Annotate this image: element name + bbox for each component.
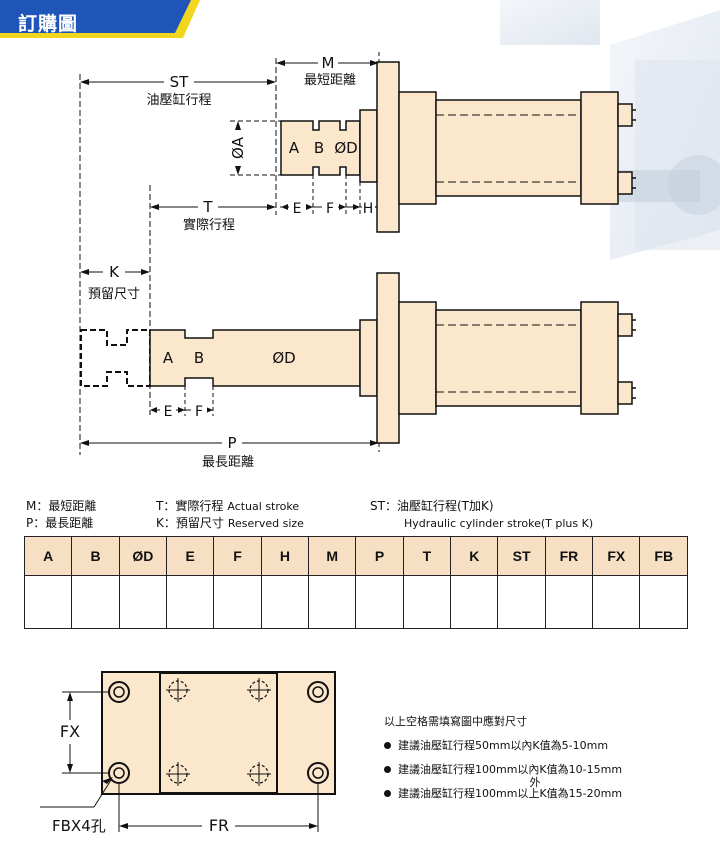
table-header-cell: T xyxy=(402,536,452,576)
tie-rod-bolt xyxy=(166,762,190,786)
t-label: T xyxy=(202,198,213,216)
top-f-label: F xyxy=(326,201,334,217)
mounting-hole xyxy=(307,762,329,784)
table-header-cell: FX xyxy=(592,536,641,576)
top-nut-lower xyxy=(617,171,633,195)
bottom-a-label: A xyxy=(163,349,174,367)
table-header-cell: K xyxy=(450,536,499,576)
m-label: M xyxy=(322,54,335,72)
k-desc: 預留尺寸 xyxy=(88,287,140,302)
table-header-cell: F xyxy=(213,536,262,576)
tie-rod-bolt xyxy=(247,762,271,786)
bottom-barrel xyxy=(435,309,582,407)
top-nut-upper xyxy=(617,103,633,127)
table-input-cell[interactable] xyxy=(355,575,404,629)
note-item: 建議油壓缸行程100mm以內K值為10-15mm xyxy=(384,762,622,778)
k-label: K xyxy=(109,263,120,281)
note-item: 建議油壓缸行程100mm以外上K值為15-20mm xyxy=(384,776,622,802)
notes-heading: 以上空格需填寫圖中應對尺寸 xyxy=(384,715,527,728)
st-label: ST xyxy=(170,73,190,91)
table-row xyxy=(23,575,688,629)
table-input-cell[interactable] xyxy=(213,575,262,629)
m-desc: 最短距離 xyxy=(304,73,356,88)
notes: 以上空格需填寫圖中應對尺寸 建議油壓缸行程50mm以內K值為5-10mm 建議油… xyxy=(384,714,622,810)
table-header-cell: ØD xyxy=(118,536,168,576)
title-banner xyxy=(0,0,200,38)
table-header-cell: M xyxy=(308,536,357,576)
bottom-nut-upper xyxy=(617,313,633,337)
table-input-cell[interactable] xyxy=(23,575,73,629)
top-a-label: A xyxy=(289,139,300,157)
table-input-cell[interactable] xyxy=(544,575,594,629)
page-title: 訂購圖 xyxy=(18,13,79,35)
table-input-cell[interactable] xyxy=(592,575,641,629)
top-od-label: ØD xyxy=(334,139,357,157)
background-cylinder-photo xyxy=(500,0,720,260)
p-label: P xyxy=(227,434,236,452)
mounting-hole xyxy=(307,681,329,703)
tie-rod-bolt xyxy=(247,678,271,702)
t-desc: 實際行程 xyxy=(183,217,235,233)
top-b-label: B xyxy=(314,139,324,157)
table-header-cell: FR xyxy=(544,536,594,576)
bottom-nut-lower xyxy=(617,381,633,405)
table-input-cell[interactable] xyxy=(497,575,546,629)
bottom-front-flange xyxy=(376,272,400,444)
oa-label: ØA xyxy=(229,136,247,159)
table-header-cell: FB xyxy=(639,536,688,576)
table-input-cell[interactable] xyxy=(402,575,452,629)
bottom-e-label: E xyxy=(164,404,173,420)
bottom-rod xyxy=(149,329,361,387)
mounting-hole xyxy=(108,681,130,703)
flange-drawing: FX FR FBX4孔 xyxy=(40,671,336,835)
table-header-cell: H xyxy=(260,536,310,576)
table-input-cell[interactable] xyxy=(260,575,310,629)
fb-label: FBX4孔 xyxy=(52,817,106,835)
table-header-cell: A xyxy=(23,536,73,576)
table-input-cell[interactable] xyxy=(450,575,499,629)
top-cylinder-drawing: ST 油壓缸行程 M 最短距離 ØA A B ØD T 實際行程 E F H xyxy=(79,52,636,470)
bottom-b-label: B xyxy=(194,349,204,367)
table-input-cell[interactable] xyxy=(639,575,688,629)
table-header-cell: P xyxy=(355,536,404,576)
p-desc: 最長距離 xyxy=(202,455,254,470)
table-input-cell[interactable] xyxy=(308,575,357,629)
top-h-label: H xyxy=(363,201,374,217)
bottom-f-label: F xyxy=(195,404,203,420)
top-barrel xyxy=(435,99,582,197)
table-header-cell: B xyxy=(71,536,120,576)
table-header-cell: E xyxy=(166,536,215,576)
fr-label: FR xyxy=(209,816,229,835)
table-input-cell[interactable] xyxy=(71,575,120,629)
top-e-label: E xyxy=(293,201,302,217)
table-header-cell: ST xyxy=(497,536,546,576)
legend-col-1: M：最短距離 P：最長距離 xyxy=(26,499,97,530)
top-front-flange xyxy=(376,61,400,233)
mounting-hole xyxy=(108,762,130,784)
fx-label: FX xyxy=(60,722,80,741)
table-input-cell[interactable] xyxy=(166,575,215,629)
note-item: 建議油壓缸行程50mm以內K值為5-10mm xyxy=(384,738,622,754)
reserve-dashed-block xyxy=(80,329,151,387)
bottom-od-label: ØD xyxy=(272,349,295,367)
flange-center-block xyxy=(159,672,278,794)
table-input-cell[interactable] xyxy=(118,575,168,629)
tie-rod-bolt xyxy=(166,678,190,702)
st-desc: 油壓缸行程 xyxy=(146,92,211,108)
legend-col-3: ST：油壓缸行程(T加K) Hydraulic cylinder stroke(… xyxy=(370,499,594,530)
